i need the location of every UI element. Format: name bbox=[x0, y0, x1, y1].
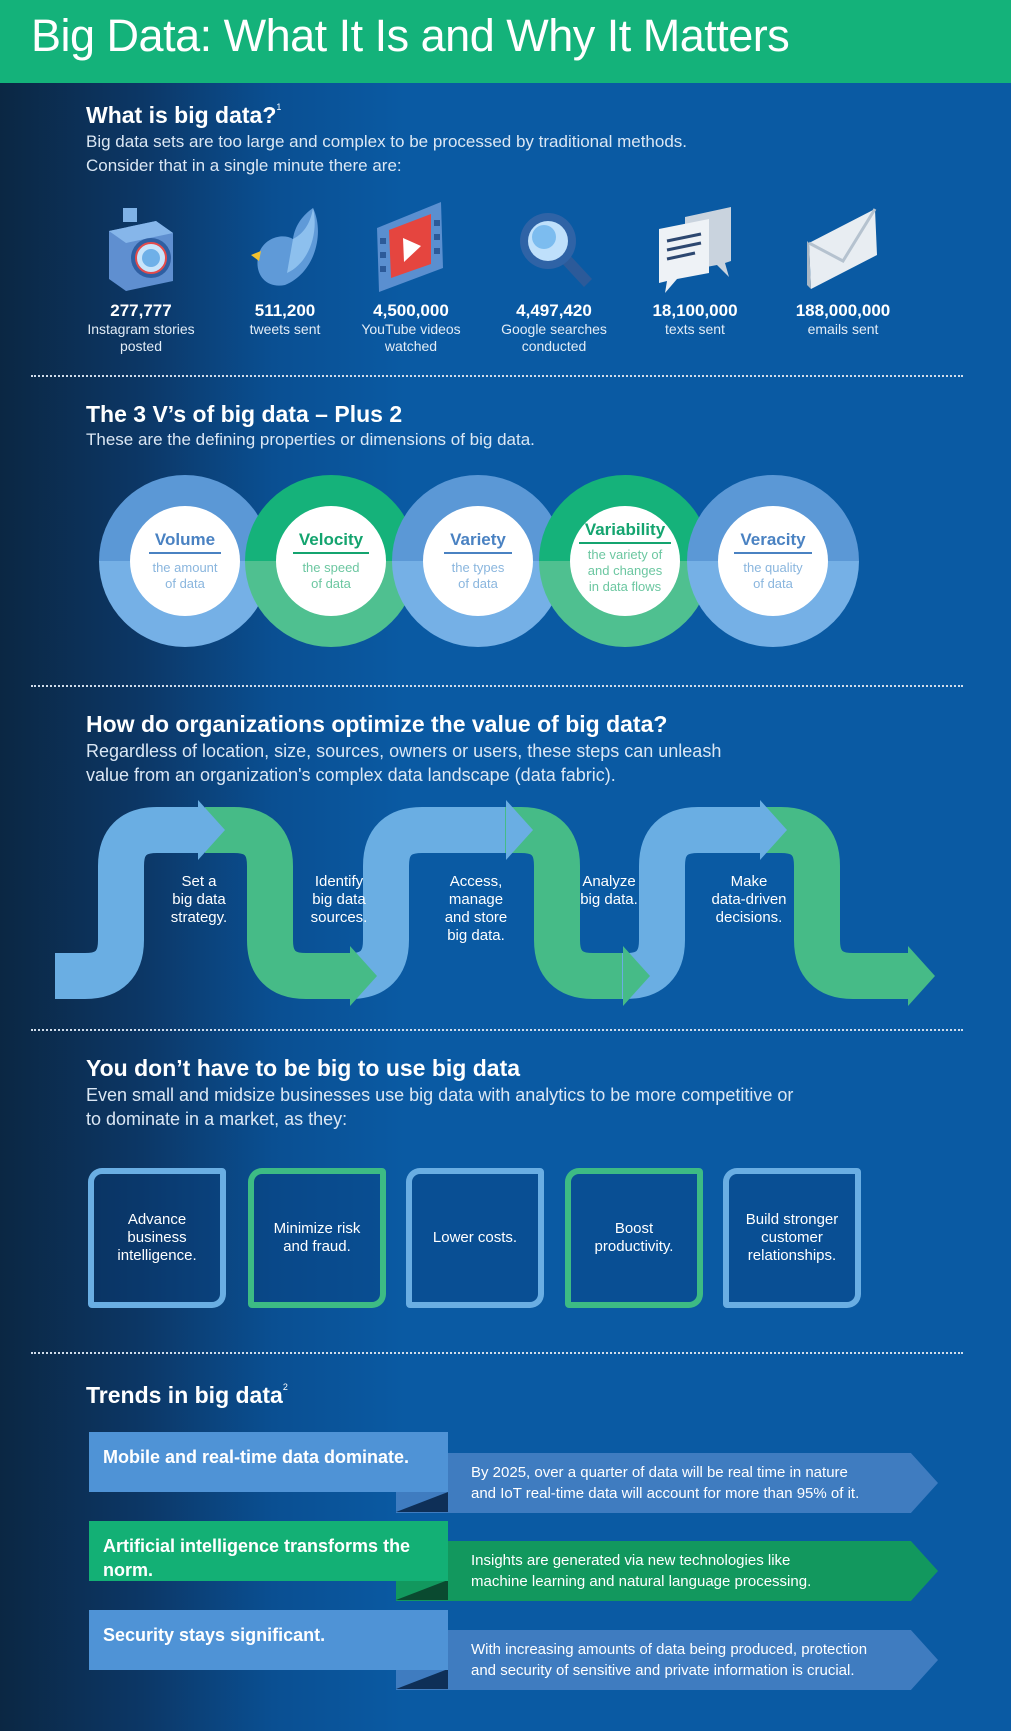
v-name: Velocity bbox=[292, 530, 370, 554]
flow-arrow-green bbox=[205, 807, 352, 999]
stat-label: conducted bbox=[521, 338, 587, 354]
what-intro: Big data sets are too large and complex … bbox=[86, 130, 687, 178]
magnifier-icon bbox=[484, 198, 624, 293]
arrowhead-icon bbox=[760, 800, 787, 860]
flow-arrow-green bbox=[760, 807, 910, 999]
stat-label: Google searches bbox=[501, 321, 607, 337]
flow-arrow-blue bbox=[55, 807, 200, 999]
trend-detail: By 2025, over a quarter of data will be … bbox=[396, 1453, 938, 1513]
stat-label: YouTube videos bbox=[361, 321, 461, 337]
trend-title: Artificial intelligence transforms the n… bbox=[89, 1521, 448, 1581]
intro-line: Consider that in a single minute there a… bbox=[86, 156, 402, 175]
heading-text: Trends in big data bbox=[86, 1382, 283, 1408]
intro-line: Even small and midsize businesses use bi… bbox=[86, 1085, 794, 1105]
stat-google: 4,497,420 Google searches conducted bbox=[484, 198, 624, 355]
stat-label: posted bbox=[119, 338, 163, 354]
trend-title: Security stays significant. bbox=[89, 1610, 448, 1670]
v-name: Variety bbox=[444, 530, 512, 554]
stat-instagram: 277,777 Instagram stories posted bbox=[71, 198, 211, 355]
stat-value: 511,200 bbox=[254, 301, 316, 320]
stat-label: Instagram stories bbox=[87, 321, 195, 337]
intro-line: to dominate in a market, as they: bbox=[86, 1109, 348, 1129]
section-heading-small: You don’t have to be big to use big data bbox=[86, 1055, 521, 1081]
section-heading-trends: Trends in big data2 bbox=[86, 1382, 288, 1409]
trend-detail: With increasing amounts of data being pr… bbox=[396, 1630, 938, 1690]
camera-icon bbox=[71, 198, 211, 293]
stat-label: emails sent bbox=[807, 321, 879, 337]
intro-line: Regardless of location, size, sources, o… bbox=[86, 741, 722, 761]
benefit-intelligence: Advance business intelligence. bbox=[88, 1168, 226, 1308]
stat-texts: 18,100,000 texts sent bbox=[625, 198, 765, 338]
section-divider bbox=[31, 1029, 963, 1031]
steps-flow-arrows bbox=[55, 800, 935, 1006]
stat-value: 4,497,420 bbox=[516, 301, 592, 320]
stat-value: 18,100,000 bbox=[652, 301, 738, 320]
stat-value: 188,000,000 bbox=[795, 301, 891, 320]
heading-text: What is big data? bbox=[86, 102, 277, 128]
intro-line: value from an organization's complex dat… bbox=[86, 765, 616, 785]
trend-detail: Insights are generated via new technolog… bbox=[396, 1541, 938, 1601]
section-heading-vs: The 3 V’s of big data – Plus 2 bbox=[86, 401, 403, 427]
section-heading-optimize: How do organizations optimize the value … bbox=[86, 711, 668, 737]
stat-value: 4,500,000 bbox=[373, 301, 449, 320]
footnote-marker: 2 bbox=[282, 1382, 288, 1392]
v-name: Volume bbox=[148, 530, 222, 554]
trend-title: Mobile and real-time data dominate. bbox=[89, 1432, 448, 1492]
arrowhead-icon bbox=[350, 946, 377, 1006]
intro-line: Big data sets are too large and complex … bbox=[86, 132, 688, 151]
stat-value: 277,777 bbox=[110, 301, 172, 320]
stat-youtube: 4,500,000 YouTube videos watched bbox=[341, 198, 481, 355]
v-name: Veracity bbox=[734, 530, 812, 554]
arrowhead-icon bbox=[623, 946, 650, 1006]
page-title: Big Data: What It Is and Why It Matters bbox=[31, 10, 790, 61]
section-divider bbox=[31, 375, 963, 377]
chat-icon bbox=[625, 198, 765, 293]
arrowhead-icon bbox=[198, 800, 225, 860]
benefit-costs: Lower costs. bbox=[406, 1168, 544, 1308]
flow-arrow-green bbox=[505, 807, 625, 999]
section-heading-what: What is big data?1 bbox=[86, 102, 281, 129]
arrowhead-icon bbox=[506, 800, 533, 860]
stat-label: watched bbox=[384, 338, 438, 354]
vs-intro: These are the defining properties or dim… bbox=[86, 430, 535, 449]
optimize-intro: Regardless of location, size, sources, o… bbox=[86, 739, 721, 787]
section-divider bbox=[31, 1352, 963, 1354]
stat-emails: 188,000,000 emails sent bbox=[773, 198, 913, 338]
benefit-risk: Minimize risk and fraud. bbox=[248, 1168, 386, 1308]
envelope-icon bbox=[773, 198, 913, 293]
benefit-relationships: Build stronger customer relationships. bbox=[723, 1168, 861, 1308]
bird-icon bbox=[215, 198, 355, 293]
footnote-marker: 1 bbox=[276, 102, 282, 112]
stat-tweets: 511,200 tweets sent bbox=[215, 198, 355, 338]
stat-label: texts sent bbox=[665, 321, 725, 337]
arrowhead-icon bbox=[908, 946, 935, 1006]
title-banner: Big Data: What It Is and Why It Matters bbox=[0, 0, 1011, 83]
stat-label: tweets sent bbox=[249, 321, 321, 337]
video-icon bbox=[341, 198, 481, 293]
benefit-productivity: Boost productivity. bbox=[565, 1168, 703, 1308]
small-intro: Even small and midsize businesses use bi… bbox=[86, 1083, 793, 1131]
section-divider bbox=[31, 685, 963, 687]
v-name: Variability bbox=[578, 520, 672, 544]
